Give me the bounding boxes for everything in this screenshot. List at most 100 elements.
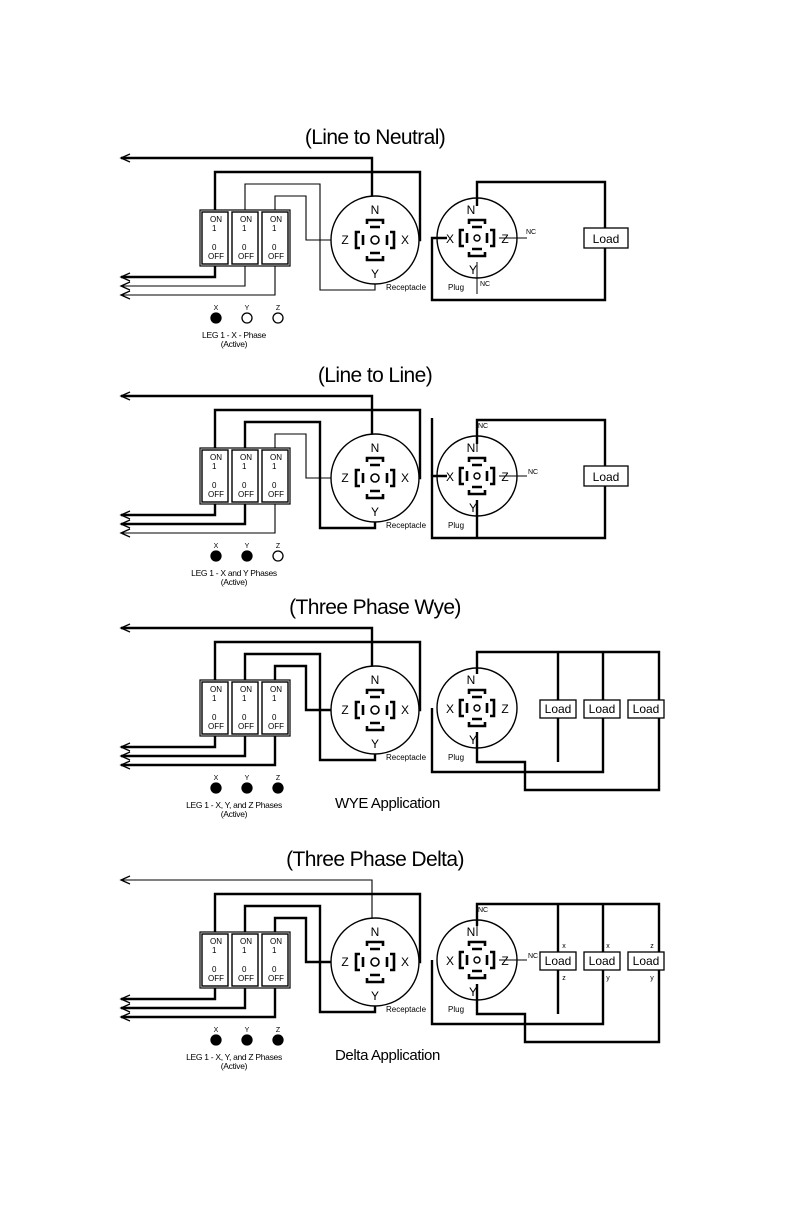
phase-indicator-letter: Y: [245, 305, 250, 312]
breaker-pole-2: [231, 449, 259, 503]
breaker-off-label: OFF: [238, 490, 254, 499]
load-rect: [583, 951, 621, 971]
phase-wire-y-bus: [475, 970, 661, 1044]
arrow-head: [119, 623, 131, 633]
nc-label: NC: [528, 469, 538, 476]
arrow-head: [119, 760, 131, 770]
plug-pin-label-y: Y: [469, 501, 477, 515]
legend-text: LEG 1 - X and Y Phases: [191, 568, 277, 578]
phase-y-wire: [243, 652, 377, 762]
plug-label: Plug: [448, 521, 464, 530]
plug-pin-label-y: Y: [469, 263, 477, 277]
ground-pin: [370, 473, 380, 483]
line-wire-1: [121, 988, 217, 1001]
pin-label-z: Z: [341, 471, 348, 485]
load-terminal-mark: y: [650, 975, 654, 982]
breaker-on-value: 1: [272, 946, 277, 955]
breaker-off-label: OFF: [208, 490, 224, 499]
pin-label-n: N: [371, 203, 380, 217]
legend-text: LEG 1 - X - Phase: [202, 330, 266, 340]
phase-indicator-off: [272, 312, 284, 324]
breaker-on-label: ON: [210, 453, 222, 462]
contact-slot: [385, 230, 396, 250]
neutral-feed-wire: [121, 156, 374, 210]
pin-label-x: X: [401, 471, 409, 485]
breaker-on-label: ON: [270, 215, 282, 224]
plug-label: Plug: [448, 1005, 464, 1014]
section-3: (Three Phase Wye)ON10OFFON10OFFON10OFFNY…: [119, 596, 665, 819]
breaker-on-label: ON: [210, 215, 222, 224]
arrow-head: [119, 994, 131, 1004]
breaker-pole-2: [231, 681, 259, 735]
contact-slot: [365, 940, 385, 951]
contact-slot: [354, 468, 365, 488]
arrow-head: [119, 290, 131, 300]
breaker-on-value: 1: [242, 224, 247, 233]
nc-label: NC: [478, 423, 488, 430]
plug-ground-pin: [473, 472, 481, 480]
load-terminal-mark: y: [606, 975, 610, 982]
phase-indicator-on: [210, 782, 222, 794]
breaker-pole-1: [201, 681, 229, 735]
receptacle-label: Receptacle: [386, 753, 427, 762]
load-terminal-mark: x: [606, 943, 610, 950]
breaker-on-label: ON: [270, 453, 282, 462]
plug-pin-label-n: N: [467, 925, 476, 939]
line-wire-3: [121, 266, 276, 296]
breaker-on-value: 1: [212, 224, 217, 233]
application-caption: WYE Application: [335, 795, 440, 812]
load-label: Load: [545, 954, 572, 968]
line-wire-3: [121, 736, 277, 767]
phase-indicator-letter: X: [214, 1027, 219, 1034]
phase-indicator-letter: Y: [245, 1027, 250, 1034]
line-wire-2: [121, 736, 247, 758]
load-label: Load: [545, 702, 572, 716]
phase-indicator-letter: X: [214, 775, 219, 782]
contact-slot: [485, 228, 496, 248]
breaker-off-label: OFF: [268, 490, 284, 499]
contact-slot: [467, 717, 487, 728]
plug-pin-label-x: X: [446, 954, 454, 968]
breaker-on-value: 1: [242, 946, 247, 955]
plug-pin-label-y: Y: [469, 985, 477, 999]
phase-y-wire: [243, 904, 377, 1014]
arrow-head: [119, 1003, 131, 1013]
pin-label-y: Y: [371, 505, 379, 519]
phase-wire-z-bus: [475, 902, 661, 952]
breaker-off-label: OFF: [208, 252, 224, 261]
phase-wire-x-bus: [430, 960, 605, 1026]
breaker-on-value: 1: [272, 462, 277, 471]
contact-slot: [365, 218, 385, 229]
legend-active: (Active): [221, 1061, 248, 1071]
arrow-head: [119, 528, 131, 538]
breaker-on-label: ON: [240, 937, 252, 946]
pin-label-y: Y: [371, 737, 379, 751]
breaker-pole-2: [231, 933, 259, 987]
breaker-pole-1: [201, 211, 229, 265]
arrow-head: [119, 510, 131, 520]
neutral-feed-wire: [121, 394, 374, 448]
arrow-head: [119, 875, 131, 885]
load-terminal-mark: z: [562, 975, 566, 982]
breaker-housing: [199, 209, 291, 267]
contact-slot: [365, 721, 385, 732]
breaker-on-label: ON: [210, 937, 222, 946]
breaker-off-value: 0: [212, 481, 217, 490]
plug-label: Plug: [448, 753, 464, 762]
load-label: Load: [589, 702, 616, 716]
load-box: Load: [583, 699, 621, 719]
breaker-off-label: OFF: [238, 252, 254, 261]
section-title: (Line to Neutral): [305, 126, 445, 149]
breaker-on-value: 1: [272, 694, 277, 703]
breaker-off-label: OFF: [238, 974, 254, 983]
line-wire-2: [121, 988, 247, 1010]
phase-wire-x-bus: [430, 708, 605, 774]
plug-pin-label-z: Z: [501, 954, 508, 968]
